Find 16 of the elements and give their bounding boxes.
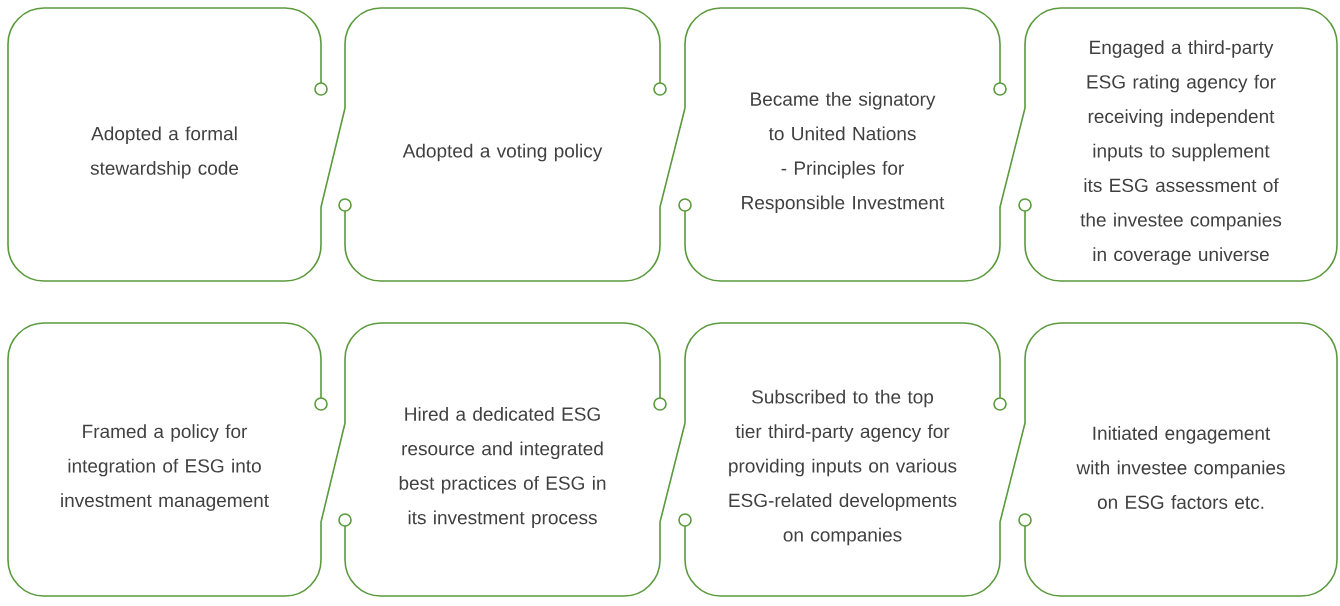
rounded-box: Adopted a formal stewardship code <box>7 7 346 282</box>
rounded-box: Subscribed to the top tier third-party agency for providing inputs on various ESG-related developments on companies <box>678 322 1026 597</box>
node-label: Adopted a formal stewardship code <box>90 126 239 179</box>
node-label: Subscribed to the top tier third-party agency for providing inputs on various ESG-related developments on companies <box>729 389 957 546</box>
node-label: Adopted a voting policy <box>402 143 603 162</box>
rounded-box: Adopted a voting policy <box>338 7 686 282</box>
rounded-box: Became the signatory to United Nations - Principles for Responsible Investment <box>678 7 1026 282</box>
rounded-box: Initiated engagement with investee companies on ESG factors etc. <box>1018 322 1338 597</box>
node-label: Framed a policy for integration of ESG into investment management <box>61 424 269 511</box>
node-label: Engaged a third-party ESG rating agency for receiving independent inputs to supplement its ESG assessment of the investee companies in coverage universe <box>1080 40 1282 265</box>
rounded-box: Engaged a third-party ESG rating agency for receiving independent inputs to supplement its ESG assessment of the investee companies in coverage universe <box>1018 7 1338 282</box>
rounded-box: Framed a policy for integration of ESG into investment management <box>7 322 346 597</box>
node-label: Hired a dedicated ESG resource and integrated best practices of ESG in its investment process <box>399 406 606 529</box>
node-label: Became the signatory to United Nations - Principles for Responsible Investment <box>742 91 945 214</box>
node-label: Initiated engagement with investee companies on ESG factors etc. <box>1076 426 1285 509</box>
rounded-box: Hired a dedicated ESG resource and integrated best practices of ESG in its investment process <box>338 322 686 597</box>
